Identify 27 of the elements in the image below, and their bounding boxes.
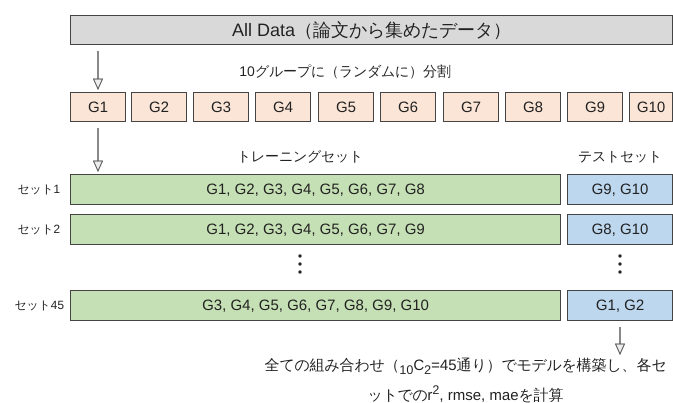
group-box: G3 xyxy=(193,92,249,122)
split-caption: 10グループに（ランダムに）分割 xyxy=(239,62,451,81)
test-set-bar: G8, G10 xyxy=(567,214,673,245)
arrow xyxy=(93,128,103,172)
group-box: G8 xyxy=(505,92,561,122)
group-box: G5 xyxy=(318,92,374,122)
group-box: G9 xyxy=(567,92,623,122)
test-set-bar: G9, G10 xyxy=(567,174,673,205)
training-set-bar: G1, G2, G3, G4, G5, G6, G7, G9 xyxy=(70,214,561,245)
note-text: 全ての組み合わせ（$_{10}$C$_{2}$=45通り）でモデルを構築し、各セットでのr$^{2}$, rmse, maeを計算 xyxy=(258,360,673,402)
group-box: G6 xyxy=(380,92,436,122)
group-box: G4 xyxy=(255,92,311,122)
column-header: テストセット xyxy=(578,148,662,166)
group-box: G1 xyxy=(70,92,126,122)
test-set-bar: G1, G2 xyxy=(567,290,673,321)
arrow xyxy=(93,51,103,90)
row-label: セット1 xyxy=(17,181,60,198)
group-box: G10 xyxy=(629,92,673,122)
arrow xyxy=(615,327,625,354)
data-box: All Data（論文から集めたデータ） xyxy=(70,15,673,45)
training-set-bar: G3, G4, G5, G6, G7, G8, G9, G10 xyxy=(70,290,561,321)
row-label: セット2 xyxy=(17,221,60,238)
row-label: セット45 xyxy=(14,297,64,314)
group-box: G2 xyxy=(131,92,187,122)
training-set-bar: G1, G2, G3, G4, G5, G6, G7, G8 xyxy=(70,174,561,205)
column-header: トレーニングセット xyxy=(237,148,363,166)
group-box: G7 xyxy=(443,92,499,122)
